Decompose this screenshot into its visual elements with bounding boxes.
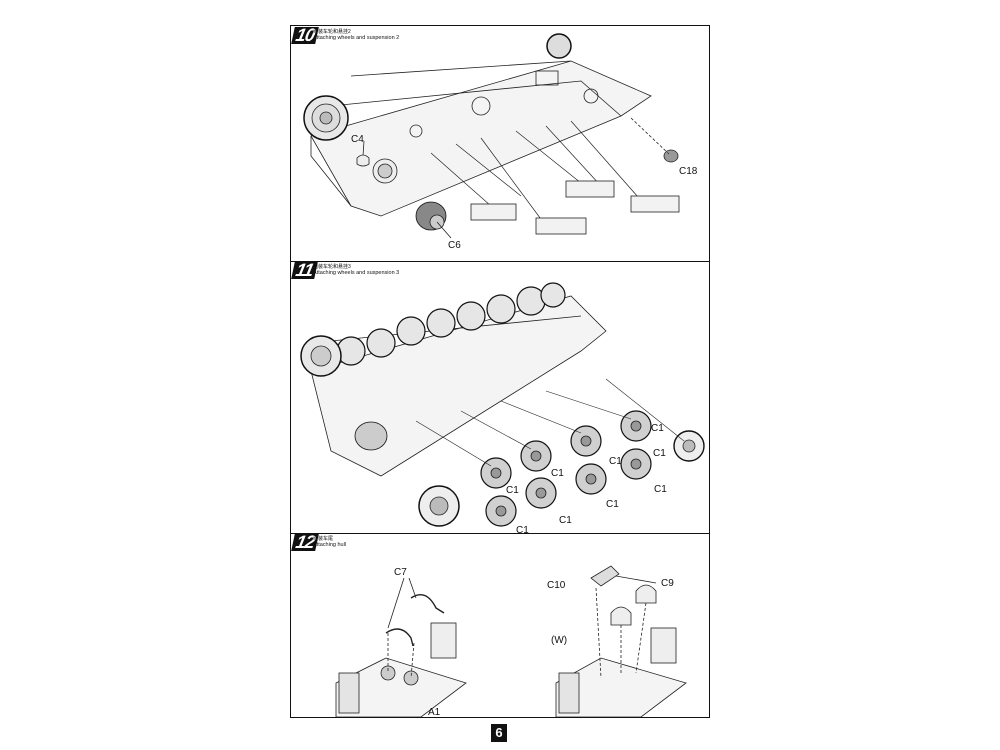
page-number: 6 [491, 724, 507, 742]
step-11-panel: 11 组装车轮和悬挂3 Attaching wheels and suspens… [291, 261, 709, 534]
callout-c1: C1 [551, 468, 564, 479]
callout-variant-w: (W) [551, 635, 567, 646]
callout-group-c1: C1 C1 C1 C1 C1 C1 C1 C1 C1 [506, 423, 667, 533]
step-11-drawing: C1 C1 C1 C1 C1 C1 C1 C1 C1 [300, 282, 705, 533]
callout-c18: C18 [679, 166, 698, 177]
step-title-cn: 组装车尾 [313, 536, 334, 542]
callout-c1: C1 [654, 484, 667, 495]
callout-c1: C1 [653, 448, 666, 459]
step-title-cn: 组装车轮和悬挂2 [313, 29, 351, 35]
instruction-page: 10 组装车轮和悬挂2 Attaching wheels and suspens… [290, 25, 710, 718]
step-10-drawing: C4 C6 C18 [303, 33, 698, 251]
callout-c6: C6 [448, 240, 461, 251]
step-title-en: Attaching hull [313, 542, 347, 548]
step-12-drawing: C7 A1 C10 C9 (W) [335, 565, 687, 717]
step-10-panel: 10 组装车轮和悬挂2 Attaching wheels and suspens… [291, 26, 709, 262]
step-title-en: Attaching wheels and suspension 3 [313, 270, 400, 276]
step-12-panel: 12 组装车尾 Attaching hull [291, 533, 709, 717]
callout-c1: C1 [606, 499, 619, 510]
callout-c1: C1 [609, 456, 622, 467]
callout-c1: C1 [506, 485, 519, 496]
callout-c1: C1 [559, 515, 572, 526]
step-title-en: Attaching wheels and suspension 2 [313, 35, 400, 41]
callout-c1: C1 [516, 525, 529, 533]
callout-c7: C7 [394, 567, 407, 578]
step-title-cn: 组装车轮和悬挂3 [313, 264, 351, 270]
callout-c1: C1 [651, 423, 664, 434]
callout-c4: C4 [351, 134, 364, 145]
callout-a1: A1 [428, 707, 441, 717]
callout-c10: C10 [547, 580, 566, 591]
callout-c9: C9 [661, 578, 674, 589]
